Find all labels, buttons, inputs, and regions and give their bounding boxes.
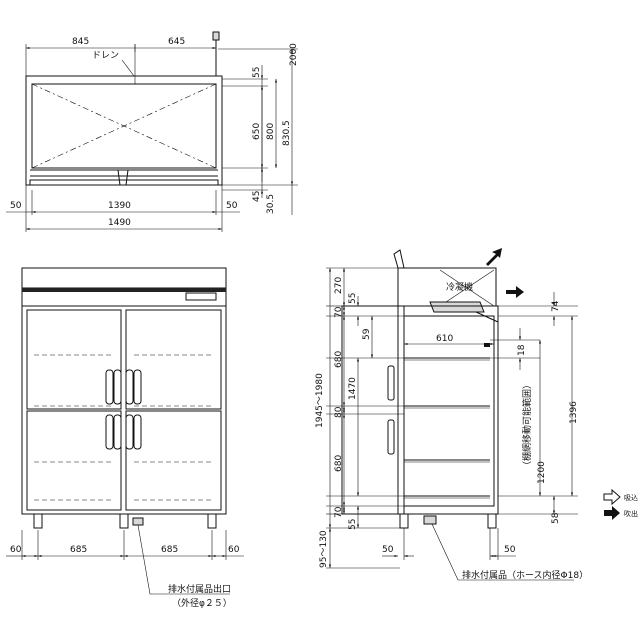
dim-30-5: 30.5 bbox=[266, 194, 276, 214]
dim-80: 80 bbox=[334, 406, 344, 418]
dim-1470: 1470 bbox=[348, 377, 358, 400]
side-view: 冷凝機 bbox=[315, 248, 588, 581]
front-view: 60 685 685 60 排水付属品出口 （外径φ２５） bbox=[6, 267, 244, 609]
dim-650: 650 bbox=[252, 123, 262, 140]
condenser-label: 冷凝機 bbox=[446, 281, 473, 293]
dim-845: 845 bbox=[72, 37, 89, 47]
dim-645: 645 bbox=[168, 37, 185, 47]
exhaust-arrow-icon bbox=[604, 506, 620, 520]
dim-70-top: 70 bbox=[334, 306, 344, 318]
dim-1490: 1490 bbox=[108, 218, 131, 228]
dim-685-right: 685 bbox=[161, 545, 178, 555]
dim-70-bottom: 70 bbox=[334, 506, 344, 518]
side-drain-label: 排水付属品（ホース内径Φ18） bbox=[462, 569, 588, 581]
dim-50-right: 50 bbox=[226, 201, 238, 211]
dim-1945-1980: 1945〜1980 bbox=[315, 373, 325, 428]
dim-60-right: 60 bbox=[228, 545, 240, 555]
shelf-range-label: （棚網移動可能範囲） bbox=[521, 380, 533, 470]
dim-1200: 1200 bbox=[537, 461, 547, 484]
top-view: 845 645 ドレン 2000 55 650 800 830.5 45 30 bbox=[6, 31, 299, 232]
dim-58: 58 bbox=[551, 512, 561, 524]
drain-label: ドレン bbox=[92, 51, 119, 61]
outlet-label: 排水付属品出口 bbox=[168, 583, 231, 595]
outlet-diameter-label: （外径φ２５） bbox=[172, 597, 232, 609]
dim-610: 610 bbox=[436, 334, 453, 344]
dim-60-left: 60 bbox=[10, 545, 22, 555]
dim-74: 74 bbox=[551, 300, 561, 312]
dim-18: 18 bbox=[517, 344, 527, 356]
intake-arrow-icon bbox=[603, 488, 621, 506]
airflow-legend: 吸込 吹出 bbox=[603, 488, 638, 520]
dim-55-bottom: 55 bbox=[348, 519, 358, 530]
dim-1390: 1390 bbox=[108, 201, 131, 211]
exhaust-label: 吹出 bbox=[624, 509, 638, 518]
dim-55-top: 55 bbox=[348, 293, 358, 304]
dim-685-left: 685 bbox=[70, 545, 87, 555]
dim-55-top: 55 bbox=[252, 67, 262, 78]
dim-50-left: 50 bbox=[10, 201, 22, 211]
dim-50-left-side: 50 bbox=[382, 545, 394, 555]
dim-50-right-side: 50 bbox=[504, 545, 516, 555]
dim-2000: 2000 bbox=[289, 43, 299, 66]
dim-830-5: 830.5 bbox=[282, 120, 292, 146]
dim-270: 270 bbox=[334, 277, 344, 294]
dim-1396: 1396 bbox=[569, 401, 579, 424]
dim-59: 59 bbox=[362, 328, 372, 340]
shelves bbox=[404, 357, 490, 499]
dim-680-bottom: 680 bbox=[334, 455, 344, 472]
dim-800: 800 bbox=[266, 123, 276, 140]
dim-95-130: 95〜130 bbox=[319, 530, 329, 568]
dim-680-top: 680 bbox=[334, 351, 344, 368]
intake-label: 吸込 bbox=[624, 493, 638, 502]
dim-45: 45 bbox=[252, 191, 262, 202]
